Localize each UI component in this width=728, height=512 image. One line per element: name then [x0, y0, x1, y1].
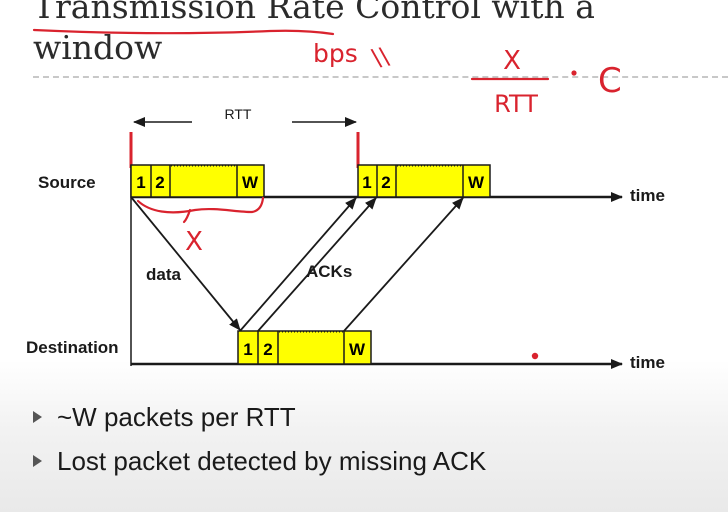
packet-label-w: W [468, 173, 485, 192]
title-underline-annotation [32, 28, 335, 36]
multiply-dot-annotation [571, 70, 577, 76]
data-label: data [146, 265, 182, 284]
bps-annotation: bps [313, 39, 358, 68]
multiplier-annotation: C [598, 61, 622, 101]
pointer-dot-annotation [531, 352, 539, 360]
source-label: Source [38, 173, 96, 192]
packet-label-1: 1 [136, 173, 145, 192]
packet-label-2: 2 [263, 340, 272, 359]
denominator-annotation: RTT [494, 90, 538, 118]
cross-mark-annotation: X [185, 227, 203, 257]
packet-label-w: W [242, 173, 259, 192]
bullet-item: Lost packet detected by missing ACK [33, 439, 713, 483]
bullet-list: ~W packets per RTT Lost packet detected … [33, 395, 713, 483]
numerator-annotation: X [503, 46, 521, 76]
data-arrow [130, 196, 241, 331]
window-brace-annotation [136, 196, 265, 214]
packet-label-w: W [349, 340, 366, 359]
bullet-triangle-icon [33, 455, 42, 467]
packet-label-2: 2 [381, 173, 390, 192]
packet-window-destination: 1 2 W [237, 330, 372, 365]
window-bar [357, 164, 491, 198]
packet-window-source-2: 1 2 W [357, 164, 491, 198]
bullet-triangle-icon [33, 411, 42, 423]
packet-label-1: 1 [362, 173, 371, 192]
bullet-text: ~W packets per RTT [57, 402, 296, 432]
approx-annotation: \\ [370, 41, 393, 72]
handwritten-annotations: bps \\ X RTT C X [32, 28, 622, 360]
slide-title-line-1: Transmission Rate Control with a [33, 0, 595, 26]
slide-title-line-2: window [33, 28, 163, 67]
packet-label-2: 2 [155, 173, 164, 192]
destination-label: Destination [26, 338, 119, 357]
window-bar [130, 164, 265, 198]
ack-arrow-2 [257, 197, 377, 332]
packet-label-1: 1 [243, 340, 252, 359]
ack-arrow-w [343, 197, 464, 332]
ack-arrow-1 [239, 197, 357, 332]
time-label-source: time [630, 186, 665, 205]
time-label-destination: time [630, 353, 665, 372]
bullet-item: ~W packets per RTT [33, 395, 713, 439]
rtt-label: RTT [225, 106, 252, 122]
packet-window-source-1: 1 2 W [130, 164, 265, 198]
brace-tick-annotation [182, 208, 192, 224]
acks-label: ACKs [306, 262, 352, 281]
window-bar [237, 330, 372, 365]
bullet-text: Lost packet detected by missing ACK [57, 446, 487, 476]
title-divider [33, 76, 728, 78]
